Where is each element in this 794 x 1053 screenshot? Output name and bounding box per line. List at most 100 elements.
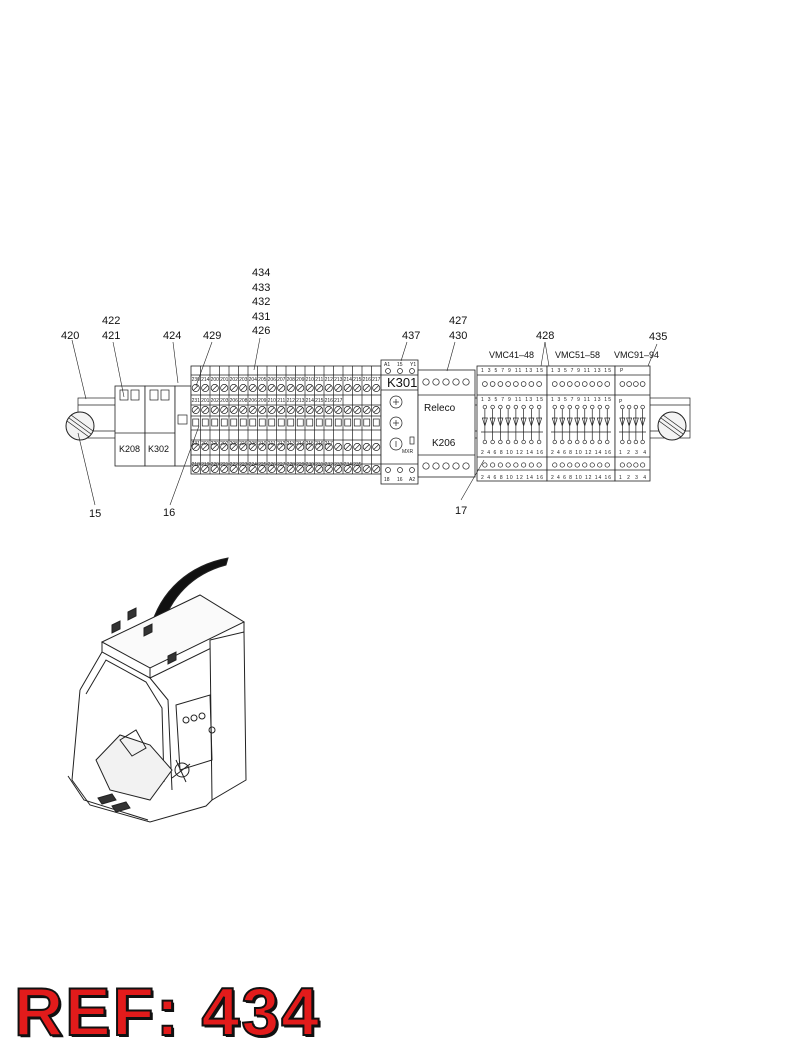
- vmc-terminal: [582, 462, 588, 468]
- callout-numbers: 420 422 421 424 429 434 433 432 431 426 …: [61, 267, 667, 520]
- terminal-screw-slot: [193, 407, 199, 413]
- vmc-fuse-bottom: [521, 439, 526, 445]
- terminal-screw: [334, 384, 343, 392]
- terminal-jumper: [287, 418, 295, 427]
- vmc-fuse-top: [521, 404, 526, 410]
- machine-cabin-illustration: [67, 557, 247, 823]
- terminal-screw: [286, 384, 295, 392]
- terminal-screw-slot: [202, 444, 208, 450]
- terminal-screw-slot: [250, 407, 256, 413]
- callout-427: 427: [449, 315, 467, 327]
- vmc-fuse: [596, 409, 603, 440]
- terminal-screw-slot: [307, 444, 313, 450]
- terminal-number: 219: [201, 462, 210, 468]
- callout-426: 426: [252, 325, 270, 337]
- terminal-screw: [324, 443, 333, 451]
- vmc-fuse: [581, 409, 588, 440]
- terminal-screw: [220, 443, 229, 451]
- vmc-fuse-top: [505, 404, 511, 410]
- terminal-screw: [305, 465, 314, 473]
- terminal-screw-slot: [373, 385, 379, 391]
- vmc-fuse-top: [490, 404, 495, 410]
- terminal-jumper: [249, 418, 257, 427]
- terminal-screw: [315, 465, 324, 473]
- terminal-screw-slot: [259, 444, 265, 450]
- module-424: [174, 385, 192, 467]
- vmc-bottom-numbers: 1 2 3 4: [619, 450, 646, 456]
- terminal-number: 214: [306, 398, 315, 404]
- terminal-screw: [248, 443, 257, 451]
- terminal-number: 226: [239, 441, 248, 447]
- vmc-fuse: [566, 409, 573, 440]
- terminal-screw-slot: [335, 385, 341, 391]
- terminal-number: 222: [230, 462, 239, 468]
- terminal-number: 227: [277, 462, 286, 468]
- terminal-screw-slot: [364, 385, 370, 391]
- terminal-screw: [372, 465, 381, 473]
- terminal-screw-slot: [212, 385, 218, 391]
- vmc-terminal: [567, 462, 573, 468]
- terminal-screw-slot: [316, 407, 322, 413]
- terminal-screw-slot: [354, 407, 360, 413]
- vmc-module: [614, 365, 651, 482]
- terminal-block-strip: 2302312312182142012012192002022202202012…: [190, 365, 382, 475]
- callout-16: 16: [163, 507, 175, 519]
- terminal-screw: [277, 384, 286, 392]
- vmc-terminal: [604, 381, 610, 387]
- terminal-screw: [258, 443, 267, 451]
- terminal-number: 212: [277, 441, 286, 447]
- vmc-fuse: [551, 409, 558, 440]
- terminal-screw: [315, 443, 324, 451]
- vmc-terminal: [497, 462, 503, 468]
- terminal-screw-slot: [240, 385, 246, 391]
- vmc-terminal: [513, 462, 519, 468]
- vmc-fuse: [632, 409, 639, 440]
- terminal-screw: [258, 465, 267, 473]
- terminal-number: 213: [287, 441, 296, 447]
- terminal-number: 208: [230, 441, 239, 447]
- terminal-screw: [229, 443, 238, 451]
- terminal-screw-slot: [221, 466, 227, 472]
- terminal-screw: [210, 406, 219, 414]
- terminal-screw: [353, 465, 362, 473]
- vmc-fuse: [619, 409, 626, 440]
- k301-t18: 18: [384, 477, 390, 483]
- terminal-screw-slot: [193, 444, 199, 450]
- terminal-screw-slot: [288, 444, 294, 450]
- terminal-screw: [220, 465, 229, 473]
- terminal-screw: [191, 465, 200, 473]
- vmc-fuse-bottom: [536, 439, 542, 445]
- terminal-screw-slot: [354, 444, 360, 450]
- terminal-number: 210: [268, 398, 277, 404]
- terminal-number: 216: [363, 377, 372, 383]
- vmc-terminal: [505, 462, 511, 468]
- terminal-screw: [267, 406, 276, 414]
- vmc-terminal: [581, 381, 588, 387]
- terminal-number: 202: [211, 398, 220, 404]
- vmc-terminal: [604, 462, 610, 468]
- vmc-fuse: [497, 409, 504, 440]
- terminal-screw-slot: [221, 444, 227, 450]
- terminal-screw: [277, 465, 286, 473]
- terminal-screw: [343, 465, 352, 473]
- rail-screw-left: [65, 411, 95, 441]
- callout-422: 422: [102, 315, 120, 327]
- vmc-terminal: [559, 381, 565, 387]
- terminal-number: 202: [220, 441, 229, 447]
- vmc-terminal: [640, 462, 646, 468]
- terminal-number: 224: [249, 462, 258, 468]
- vmc-fuse-bottom: [633, 439, 639, 445]
- terminal-screw-slot: [307, 466, 313, 472]
- terminal-screw-slot: [326, 385, 332, 391]
- vmc-terminal: [559, 462, 565, 468]
- k301-t15: 15: [397, 362, 403, 368]
- terminal-number: 223: [239, 462, 248, 468]
- terminal-jumper: [239, 418, 247, 427]
- vmc-fuse-bottom: [482, 439, 488, 445]
- vmc-fuse-top: [620, 404, 625, 410]
- k302-label: K302: [148, 444, 169, 454]
- terminal-jumper: [315, 418, 323, 427]
- reference-label: REF: 434: [13, 974, 321, 1050]
- terminal-screw-slot: [278, 444, 284, 450]
- k301-y1: Y1: [410, 362, 416, 368]
